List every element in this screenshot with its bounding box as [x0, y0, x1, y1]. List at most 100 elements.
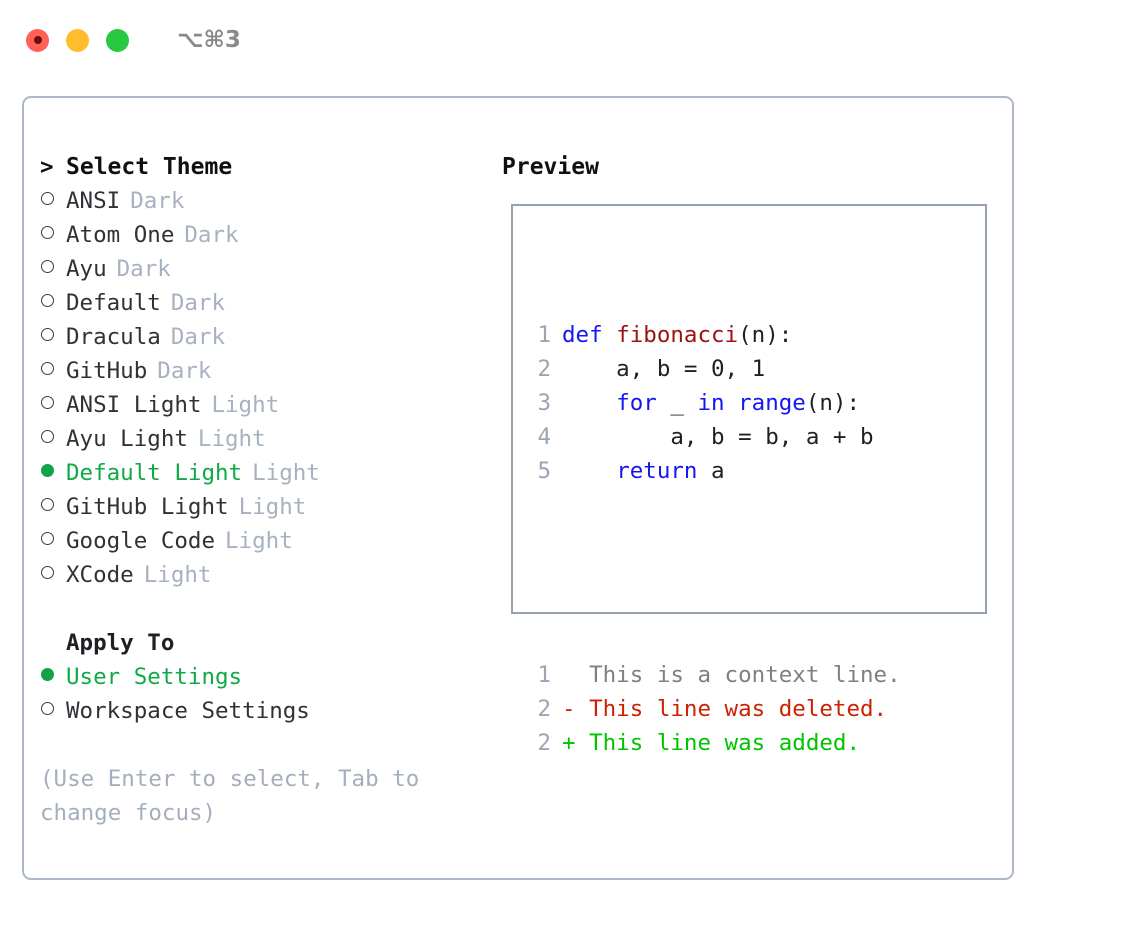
diff-line-del: 2 - This line was deleted. — [525, 692, 901, 726]
apply-option-label: Workspace Settings — [66, 698, 310, 724]
code-token-fn: fibonacci — [616, 322, 739, 348]
theme-item-variant-tag: Dark — [170, 324, 226, 350]
select-theme-title: Select Theme — [66, 154, 233, 180]
theme-item-github-light[interactable]: GitHub Light Light — [40, 490, 480, 524]
code-line: 1 def fibonacci(n): — [525, 318, 901, 352]
code-line-number: 1 — [537, 322, 551, 348]
diff-text: This line was added. — [575, 730, 861, 756]
radio-marker — [40, 694, 66, 728]
theme-item-dracula[interactable]: Dracula Dark — [40, 320, 480, 354]
preview-title: Preview — [502, 154, 599, 180]
theme-item-label: Ayu Light — [66, 426, 188, 452]
theme-item-label: Ayu — [66, 256, 107, 282]
code-token-txt — [603, 322, 617, 348]
radio-marker — [40, 354, 66, 388]
code-line: 2 a, b = 0, 1 — [525, 352, 901, 386]
radio-marker — [40, 218, 66, 252]
code-token-kw: return — [616, 458, 698, 484]
apply-to-header: Apply To — [40, 626, 480, 660]
theme-item-variant-tag: Dark — [184, 222, 239, 248]
code-line-number: 5 — [537, 458, 551, 484]
radio-unselected-icon — [41, 192, 54, 205]
code-token-kw: range — [738, 390, 806, 416]
radio-unselected-icon — [41, 702, 54, 715]
code-line: 4 a, b = b, a + b — [525, 420, 901, 454]
close-button[interactable] — [26, 28, 49, 52]
code-line: 3 for _ in range(n): — [525, 386, 901, 420]
apply-option-workspace-settings[interactable]: Workspace Settings — [40, 694, 480, 728]
radio-unselected-icon — [41, 328, 54, 341]
radio-unselected-icon — [41, 294, 54, 307]
list-spacer — [40, 592, 480, 626]
prompt-caret-icon: > — [40, 154, 54, 180]
theme-item-label: Default — [66, 290, 161, 316]
keyboard-hint-text: (Use Enter to select, Tab to change focu… — [40, 766, 433, 826]
apply-option-user-settings[interactable]: User Settings — [40, 660, 480, 694]
code-token-txt: a, b = b, a + b — [562, 424, 874, 450]
diff-line-add: 2 + This line was added. — [525, 726, 901, 760]
diff-line-number: 2 — [537, 696, 551, 722]
theme-item-variant-tag: Dark — [130, 188, 185, 214]
radio-unselected-icon — [41, 498, 54, 511]
radio-unselected-icon — [41, 566, 54, 579]
code-line: 5 return a — [525, 454, 901, 488]
code-line-text: a, b = 0, 1 — [562, 352, 765, 386]
radio-unselected-icon — [41, 430, 54, 443]
radio-selected-icon — [41, 464, 54, 477]
code-line-text: def fibonacci(n): — [562, 318, 792, 352]
radio-marker — [40, 490, 66, 524]
apply-option-label: User Settings — [66, 664, 243, 690]
theme-item-label: XCode — [66, 562, 134, 588]
radio-marker — [40, 286, 66, 320]
radio-selected-icon — [41, 668, 54, 681]
theme-item-xcode[interactable]: XCode Light — [40, 558, 480, 592]
diff-line-ctx: 1 This is a context line. — [525, 658, 901, 692]
radio-marker — [40, 558, 66, 592]
radio-marker — [40, 456, 66, 490]
theme-item-ayu[interactable]: Ayu Dark — [40, 252, 480, 286]
theme-item-variant-tag: Dark — [116, 256, 171, 282]
diff-sign: + — [562, 730, 576, 756]
code-token-txt: a — [697, 458, 725, 484]
code-line-text: return a — [562, 454, 725, 488]
maximize-button[interactable] — [106, 28, 129, 52]
minimize-button[interactable] — [66, 28, 89, 52]
diff-sign — [562, 662, 576, 688]
theme-item-atom-one[interactable]: Atom One Dark — [40, 218, 480, 252]
code-line-number: 3 — [537, 390, 551, 416]
code-line-number: 4 — [537, 424, 551, 450]
titlebar: ⌥⌘3 — [0, 0, 1140, 80]
diff-line-number: 1 — [537, 662, 551, 688]
theme-item-variant-tag: Light — [211, 392, 280, 418]
diff-line-number: 2 — [537, 730, 551, 756]
theme-item-label: Dracula — [66, 324, 161, 350]
diff-line-text: + This line was added. — [562, 726, 860, 760]
diff-line-text: - This line was deleted. — [562, 692, 887, 726]
code-token-txt — [562, 458, 616, 484]
code-token-txt — [725, 390, 739, 416]
radio-marker — [40, 524, 66, 558]
theme-item-variant-tag: Light — [238, 494, 307, 520]
window-controls — [26, 28, 129, 52]
theme-item-label: Atom One — [66, 222, 175, 248]
theme-item-label: GitHub Light — [66, 494, 229, 520]
diff-line-text: This is a context line. — [562, 658, 901, 692]
theme-item-variant-tag: Light — [143, 562, 212, 588]
theme-item-label: Default Light — [66, 460, 243, 486]
radio-marker — [40, 252, 66, 286]
code-line-text: a, b = b, a + b — [562, 420, 874, 454]
theme-item-variant-tag: Light — [225, 528, 293, 554]
theme-item-label: GitHub — [66, 358, 148, 384]
